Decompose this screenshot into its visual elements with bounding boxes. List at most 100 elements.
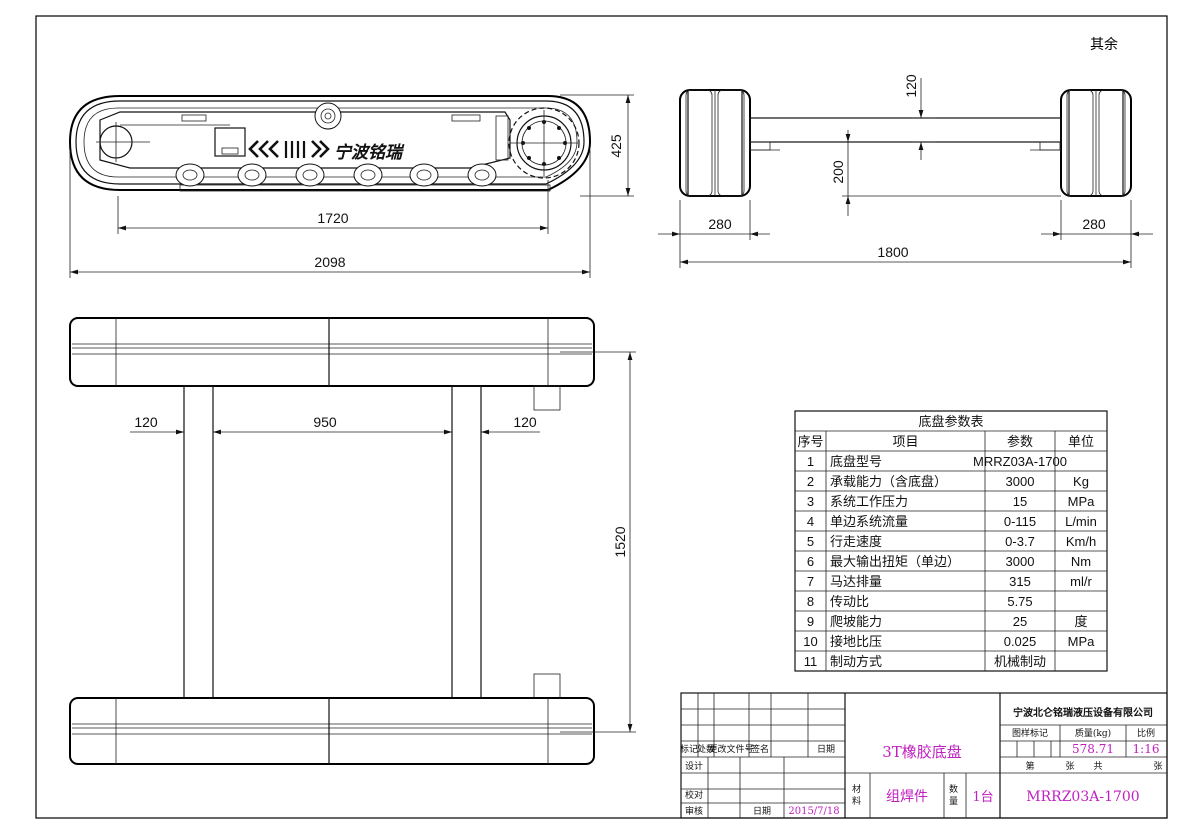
side-view: 宁波铭瑞 [68, 95, 592, 192]
param-table-title: 底盘参数表 [918, 414, 983, 430]
drawing-number: MRRZ03A-1700 [1026, 789, 1139, 805]
mass-label: 质量(kg) [1075, 727, 1111, 739]
material-label-1: 材 [852, 783, 861, 795]
front-view [679, 89, 1132, 197]
param-row-no: 5 [807, 534, 814, 549]
quantity-value: 1台 [972, 790, 993, 805]
dim-200: 200 [830, 160, 846, 184]
drawing-border [35, 15, 1168, 819]
dim-280-right: 280 [1082, 216, 1106, 232]
param-row-unit: Kg [1073, 474, 1089, 489]
param-row-no: 1 [807, 454, 814, 469]
material-label-2: 料 [852, 795, 861, 807]
scale-value: 1:16 [1133, 742, 1160, 756]
rev-header-mark: 标记 [680, 743, 698, 755]
param-row-item: 爬坡能力 [830, 614, 882, 629]
quantity-label-2: 量 [949, 796, 958, 807]
material-value: 组焊件 [886, 789, 928, 805]
param-row-item: 底盘型号 [830, 454, 882, 469]
top-view [69, 317, 595, 765]
param-header-3: 单位 [1068, 434, 1094, 449]
param-row-value: MRRZ03A-1700 [973, 454, 1067, 469]
dim-120-top: 120 [903, 74, 919, 98]
param-row-item: 马达排量 [830, 574, 882, 589]
param-row-no: 3 [807, 494, 814, 509]
param-row-unit: MPa [1068, 494, 1096, 509]
param-row-value: 5.75 [1007, 594, 1032, 609]
param-row-item: 承载能力（含底盘） [830, 474, 947, 489]
param-row-no: 11 [804, 654, 818, 669]
param-row-value: 0-3.7 [1005, 534, 1035, 549]
review-label: 审核 [685, 805, 703, 817]
param-row-value: 0.025 [1004, 634, 1037, 649]
param-row-unit: ml/r [1070, 574, 1092, 589]
param-row-no: 8 [807, 594, 814, 609]
param-header-2: 参数 [1007, 434, 1033, 449]
rev-header-doc: 更改文件号 [708, 743, 753, 755]
param-row-no: 10 [803, 634, 817, 649]
dim-120-left: 120 [134, 414, 158, 430]
param-row-value: 机械制动 [994, 654, 1046, 669]
rev-header-sign: 签名 [751, 743, 769, 755]
param-row-item: 单边系统流量 [830, 514, 908, 529]
rev-header-count: 处数 [697, 743, 715, 755]
title-block: 宁波北仑铭瑞液压设备有限公司 3T橡胶底盘 材 料 组焊件 数 量 1台 MRR… [680, 692, 1168, 819]
param-row-value: 25 [1013, 614, 1027, 629]
param-row-unit: L/min [1065, 514, 1097, 529]
dim-1800: 1800 [877, 244, 908, 260]
company-name: 宁波北仑铭瑞液压设备有限公司 [1013, 706, 1153, 719]
front-view-dimensions: 280 280 1800 120 200 [658, 74, 1153, 268]
check-label: 校对 [685, 789, 703, 801]
dim-1720: 1720 [317, 210, 348, 226]
param-row-no: 7 [807, 574, 814, 589]
param-row-value: 3000 [1006, 554, 1035, 569]
scale-label: 比例 [1137, 727, 1155, 739]
param-row-unit: Km/h [1066, 534, 1096, 549]
dim-1520: 1520 [612, 526, 628, 557]
param-row-item: 最大输出扭矩（单边） [830, 554, 960, 569]
design-label: 设计 [685, 760, 703, 772]
param-row-no: 9 [807, 614, 814, 629]
surface-note: 其余 [1090, 36, 1118, 53]
dim-950: 950 [313, 414, 337, 430]
sheet-di: 第 [1025, 760, 1034, 772]
top-view-dimensions: 120 950 120 1520 [130, 351, 636, 733]
dim-425: 425 [608, 134, 624, 158]
side-view-dimensions: 1720 2098 425 [69, 94, 634, 278]
drawing-name: 3T橡胶底盘 [882, 743, 962, 761]
param-row-item: 制动方式 [830, 654, 882, 669]
track-rollers [175, 163, 497, 187]
param-row-value: 15 [1013, 494, 1027, 509]
param-row-item: 系统工作压力 [830, 494, 908, 509]
dim-2098: 2098 [314, 254, 345, 270]
date-label: 日期 [753, 806, 771, 817]
param-row-item: 接地比压 [830, 634, 882, 649]
param-row-value: 3000 [1006, 474, 1035, 489]
param-header-0: 序号 [797, 434, 823, 449]
quantity-label-1: 数 [949, 783, 958, 795]
company-logo: 宁波铭瑞 [248, 140, 405, 163]
date-value: 2015/7/18 [788, 806, 839, 817]
parameter-table: 底盘参数表 序号 项目 参数 单位 1 底盘型号 MRRZ03A-1700 2 承载能力（含底盘… [794, 410, 1108, 672]
rev-header-date: 日期 [817, 744, 835, 755]
param-row-item: 传动比 [830, 594, 869, 609]
param-row-no: 2 [807, 474, 814, 489]
sheet-gong: 共 [1093, 761, 1102, 772]
param-row-value: 315 [1009, 574, 1031, 589]
param-row-unit: 度 [1074, 614, 1087, 629]
mark-label: 图样标记 [1012, 727, 1048, 739]
param-header-1: 项目 [892, 434, 918, 449]
param-row-unit: Nm [1071, 554, 1091, 569]
param-row-no: 6 [807, 554, 814, 569]
param-row-value: 0-115 [1004, 514, 1036, 529]
dim-280-left: 280 [708, 216, 732, 232]
svg-text:宁波铭瑞: 宁波铭瑞 [334, 143, 405, 163]
sheet-zhang-2: 张 [1153, 761, 1162, 772]
mass-value: 578.71 [1072, 742, 1114, 756]
dim-120-right: 120 [513, 414, 537, 430]
param-row-no: 4 [807, 514, 814, 529]
param-row-item: 行走速度 [830, 534, 882, 549]
sheet-zhang-1: 张 [1065, 761, 1074, 772]
param-row-unit: MPa [1068, 634, 1096, 649]
